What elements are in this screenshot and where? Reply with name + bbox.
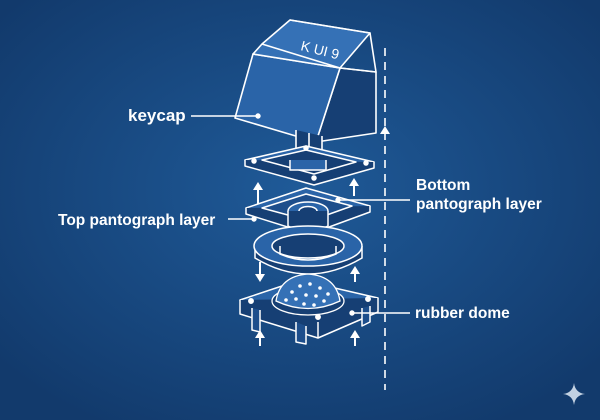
keycap [234,19,377,161]
pantograph-layer [245,187,371,235]
rubber-dome-leader-dot [349,310,355,316]
keycap-label: keycap [128,106,186,125]
top-pantograph-label: Top pantograph layer [58,212,216,229]
dome-collar-ring [253,225,363,275]
down-arrow-icon [255,262,265,282]
up-arrow-icon [253,182,263,204]
keycap-leader-dot [255,113,261,119]
rubber-dome-label: rubber dome [415,305,510,322]
sparkle-icon [563,383,585,405]
bottom-pantograph-label-line2: pantograph layer [416,196,542,213]
bottom-pantograph-label-line1: Bottom [416,177,471,194]
up-arrow-icon [380,126,390,134]
up-arrow-icon [350,330,360,346]
up-arrow-icon [255,330,265,346]
up-arrow-icon [349,178,359,196]
top-pantograph-plate [244,145,375,186]
top-pantograph-leader-dot [251,216,257,222]
bottom-pantograph-label: Bottom pantograph layer [416,176,542,214]
bottom-pantograph-leader-dot [335,197,341,203]
rubber-dome [271,273,345,316]
up-arrow-icon [350,266,360,282]
